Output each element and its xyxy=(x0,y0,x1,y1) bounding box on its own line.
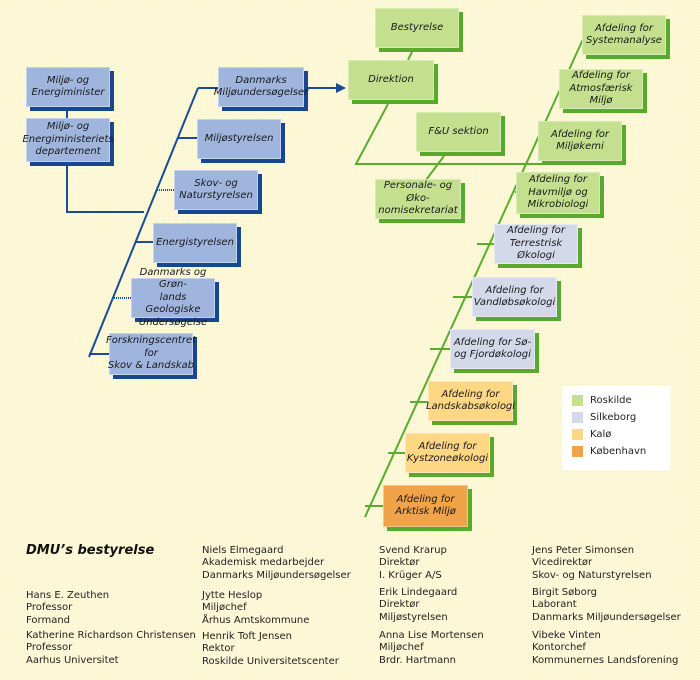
legend-item-roskilde: Roskilde xyxy=(572,392,670,409)
member-name: Jens Peter Simonsen xyxy=(532,545,635,556)
box-direktion[interactable]: Direktion xyxy=(348,60,434,100)
member-title: Professor xyxy=(26,642,73,654)
board-direktion-line xyxy=(407,51,413,61)
member-name: Jytte Heslop xyxy=(202,590,263,601)
member-org: Danmarks Miljøundersøgelser xyxy=(532,611,681,623)
member-org: Brdr. Hartmann xyxy=(379,654,456,666)
legend-label: Kalø xyxy=(590,429,612,440)
box-dept-arktisk[interactable]: Afdeling for Arktisk Miljø xyxy=(383,485,468,527)
member-name: Hans E. Zeuthen xyxy=(26,590,110,601)
board-member: Erik Lindegaard Direktør Miljøstyrelsen xyxy=(379,587,457,624)
member-org: Århus Amtskommune xyxy=(202,614,310,626)
board-member: Vibeke Vinten Kontorchef Kommunernes Lan… xyxy=(532,630,678,667)
box-dept-havmiljo[interactable]: Afdeling for Havmiljø og Mikrobiologi xyxy=(516,172,600,214)
board-member: Birgit Søborg Laborant Danmarks Miljøund… xyxy=(532,587,681,624)
box-agency-geus[interactable]: Danmarks og Grøn- lands Geologiske Under… xyxy=(131,267,215,328)
member-org: Miljøstyrelsen xyxy=(379,611,448,623)
box-bestyrelse[interactable]: Bestyrelse xyxy=(375,8,459,48)
location-legend: Roskilde Silkeborg Kalø København xyxy=(562,386,670,470)
legend-item-kobenhavn: København xyxy=(572,443,670,460)
box-dept-kystzone[interactable]: Afdeling for Kystzoneøkologi xyxy=(405,433,490,473)
agency-spine-line xyxy=(88,87,199,358)
member-title: Vicedirektør xyxy=(532,557,593,569)
member-org: I. Krüger A/S xyxy=(379,569,442,581)
board-member: Hans E. Zeuthen Professor Formand xyxy=(26,590,109,627)
board-member: Henrik Toft Jensen Rektor Roskilde Unive… xyxy=(202,631,339,668)
member-org: Skov- og Naturstyrelsen xyxy=(532,569,652,581)
member-title: Rektor xyxy=(202,643,235,655)
legend-swatch xyxy=(572,395,583,406)
member-title: Laborant xyxy=(532,599,577,611)
member-org: Roskilde Universitetscenter xyxy=(202,655,339,667)
member-title: Kontorchef xyxy=(532,642,586,654)
legend-swatch xyxy=(572,412,583,423)
board-member: Katherine Richardson Christensen Profess… xyxy=(26,630,196,667)
box-dept-landskab[interactable]: Afdeling for Landskabsøkologi xyxy=(426,381,515,421)
legend-swatch xyxy=(572,446,583,457)
box-dept-atmosfaerisk[interactable]: Afdeling for Atmosfærisk Miljø xyxy=(559,69,643,109)
board-title: DMU’s bestyrelse xyxy=(26,543,155,558)
member-name: Vibeke Vinten xyxy=(532,630,601,641)
member-name: Henrik Toft Jensen xyxy=(202,631,292,642)
legend-item-silkeborg: Silkeborg xyxy=(572,409,670,426)
box-agency-skov-natur[interactable]: Skov- og Naturstyrelsen xyxy=(174,170,258,210)
box-agency-energistyrelsen[interactable]: Energistyrelsen xyxy=(153,223,237,263)
legend-swatch xyxy=(572,429,583,440)
board-member: Jytte Heslop Miljøchef Århus Amtskommune xyxy=(202,590,309,627)
box-dept-vandlob[interactable]: Afdeling for Vandløbsøkologi xyxy=(472,277,557,317)
department-agencies-line xyxy=(66,160,144,213)
legend-label: København xyxy=(590,446,647,457)
legend-label: Silkeborg xyxy=(590,412,637,423)
member-name: Birgit Søborg xyxy=(532,587,598,598)
box-dept-systemanalyse[interactable]: Afdeling for Systemanalyse xyxy=(582,15,666,55)
fu-secretariat-line xyxy=(425,155,445,181)
member-name: Niels Elmegaard xyxy=(202,545,284,556)
member-title: Professor xyxy=(26,602,73,614)
member-title: Akademisk medarbejder xyxy=(202,557,325,569)
member-title: Miljøchef xyxy=(202,602,247,614)
member-name: Erik Lindegaard xyxy=(379,587,458,598)
member-org: Formand xyxy=(26,614,71,626)
box-agency-dmu[interactable]: Danmarks Miljøundersøgelser xyxy=(214,67,308,107)
box-secretariat[interactable]: Personale- og Øko- nomisekretariat xyxy=(375,179,461,219)
member-name: Anna Lise Mortensen xyxy=(379,630,484,641)
box-minister[interactable]: Miljø- og Energiminister xyxy=(26,67,110,107)
direktion-staff-line xyxy=(354,103,590,165)
legend-item-kalo: Kalø xyxy=(572,426,670,443)
member-org: Aarhus Universitet xyxy=(26,654,119,666)
member-name: Svend Krarup xyxy=(379,545,447,556)
box-dept-terrestrisk[interactable]: Afdeling for Terrestrisk Økologi xyxy=(494,224,578,264)
member-name: Katherine Richardson Christensen xyxy=(26,630,196,641)
box-agency-forskningscentret[interactable]: Forskningscentret for Skov & Landskab xyxy=(106,333,196,375)
box-department[interactable]: Miljø- og Energiministeriets departement xyxy=(22,118,114,162)
box-dept-miljokemi[interactable]: Afdeling for Miljøkemi xyxy=(538,121,622,161)
arrow-head-icon xyxy=(336,83,346,93)
legend-label: Roskilde xyxy=(590,395,632,406)
board-member: Anna Lise Mortensen Miljøchef Brdr. Hart… xyxy=(379,630,484,667)
box-agency-miljostyrelsen[interactable]: Miljøstyrelsen xyxy=(197,119,281,159)
member-title: Direktør xyxy=(379,599,420,611)
box-fu-sektion[interactable]: F&U sektion xyxy=(416,112,501,152)
member-org: Danmarks Miljøundersøgelser xyxy=(202,569,351,581)
board-member: Svend Krarup Direktør I. Krüger A/S xyxy=(379,545,447,582)
member-title: Direktør xyxy=(379,557,420,569)
box-dept-so-fjord[interactable]: Afdeling for Sø- og Fjordøkologi xyxy=(450,329,535,369)
board-member: Niels Elmegaard Akademisk medarbejder Da… xyxy=(202,545,351,582)
member-org: Kommunernes Landsforening xyxy=(532,654,679,666)
member-title: Miljøchef xyxy=(379,642,424,654)
board-member: Jens Peter Simonsen Vicedirektør Skov- o… xyxy=(532,545,652,582)
